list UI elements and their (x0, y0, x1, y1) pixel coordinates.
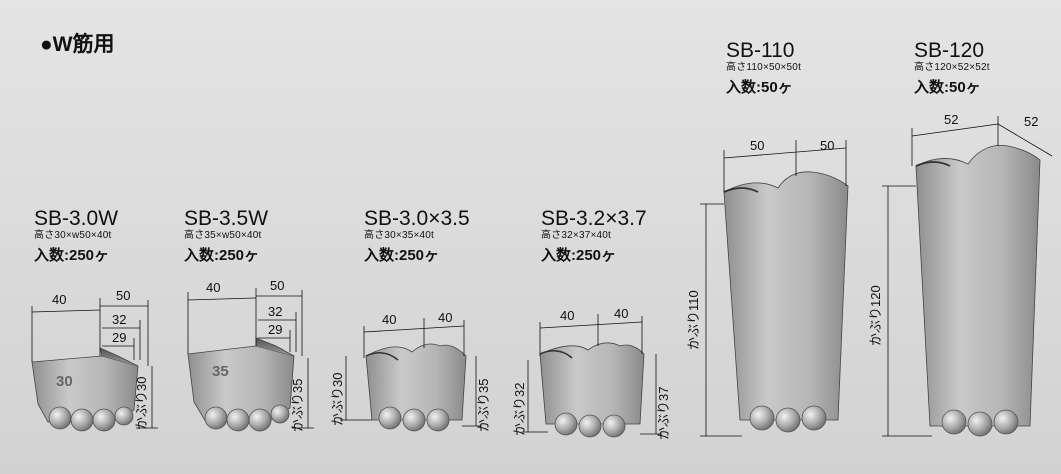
dim-label: 32 (268, 304, 282, 319)
product-quantity: 入数:50ヶ (726, 79, 793, 96)
product-sb-120: SB-120 高さ120×52×52t 入数:50ヶ (914, 40, 990, 98)
product-name: SB-3.2×3.7 (541, 207, 647, 230)
product-name: SB-120 (914, 39, 985, 62)
product-quantity: 入数:250ヶ (541, 247, 617, 264)
sb-3-0w-drawing (31, 298, 158, 432)
sb-3-0x3-5-drawing (340, 318, 482, 432)
product-sb-3-2x3-7: SB-3.2×3.7 高さ32×37×40t 入数:250ヶ (541, 208, 647, 266)
product-name: SB-3.0×3.5 (364, 207, 470, 230)
cover-label: かぶり120 (868, 285, 883, 346)
dim-label: 52 (944, 112, 958, 127)
product-spec: 高さ35×w50×40t (184, 230, 262, 241)
spacer-mark: 35 (212, 363, 229, 380)
dim-label: 50 (116, 288, 130, 303)
cover-label-right: かぶり37 (656, 387, 671, 440)
dim-label: 52 (1024, 114, 1038, 129)
dim-label: 29 (268, 322, 282, 337)
product-spec: 高さ32×37×40t (541, 230, 612, 241)
product-quantity: 入数:250ヶ (184, 247, 260, 264)
dim-label: 32 (112, 312, 126, 327)
dim-label: 29 (112, 330, 126, 345)
sb-3-5w-drawing (187, 288, 314, 432)
product-name: SB-3.5W (184, 207, 269, 230)
product-name: SB-110 (726, 39, 795, 62)
product-quantity: 入数:250ヶ (364, 247, 440, 264)
dim-label: 40 (382, 312, 396, 327)
sb-120-drawing (882, 116, 1053, 437)
cover-label: かぶり35 (290, 379, 305, 432)
product-spec: 高さ120×52×52t (914, 62, 990, 73)
dim-label: 40 (614, 306, 628, 321)
dim-label: 50 (820, 138, 834, 153)
cover-label: かぶり110 (686, 290, 701, 350)
product-name: SB-3.0W (34, 207, 119, 230)
product-sb-3-0w: SB-3.0W 高さ30×w50×40t 入数:250ヶ (34, 208, 118, 266)
dim-label: 50 (750, 138, 764, 153)
dim-label: 40 (52, 292, 66, 307)
product-sb-3-0x3-5: SB-3.0×3.5 高さ30×35×40t 入数:250ヶ (364, 208, 470, 266)
product-quantity: 入数:250ヶ (34, 247, 110, 264)
dim-label: 50 (270, 278, 284, 293)
cover-label: かぶり30 (134, 377, 149, 430)
product-spec: 高さ110×50×50t (726, 62, 802, 73)
cover-label-left: かぶり30 (330, 373, 345, 426)
product-spec: 高さ30×35×40t (364, 230, 435, 241)
cover-label-left: かぶり32 (512, 383, 527, 436)
dim-label: 40 (560, 308, 574, 323)
section-title: ●W筋用 (40, 33, 115, 56)
product-sb-3-5w: SB-3.5W 高さ35×w50×40t 入数:250ヶ (184, 208, 268, 266)
sb-110-drawing (700, 140, 849, 437)
cover-label-right: かぶり35 (476, 379, 491, 432)
sb-3-2x3-7-drawing (522, 314, 662, 438)
dim-label: 40 (438, 310, 452, 325)
spacer-mark: 30 (56, 373, 73, 390)
product-spec: 高さ30×w50×40t (34, 230, 112, 241)
dim-label: 40 (206, 280, 220, 295)
product-sb-110: SB-110 高さ110×50×50t 入数:50ヶ (726, 40, 801, 98)
product-quantity: 入数:50ヶ (914, 79, 981, 96)
